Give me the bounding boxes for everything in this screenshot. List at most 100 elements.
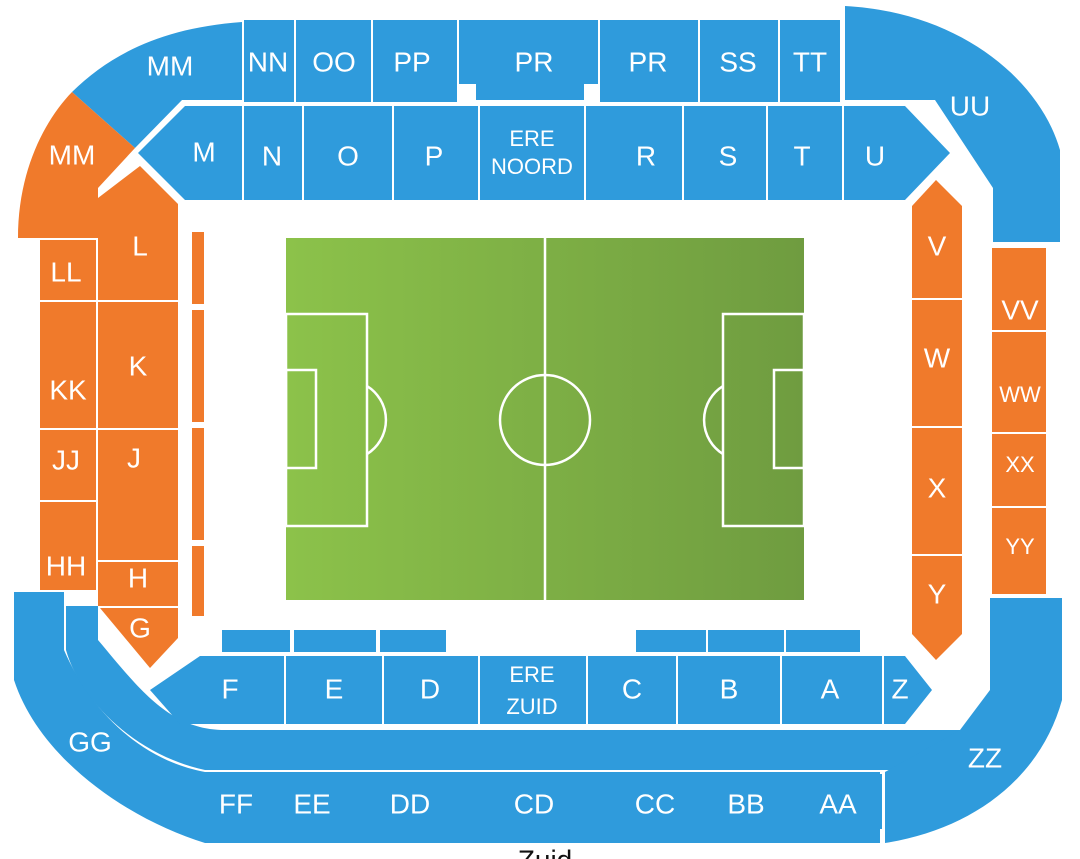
label-R: R — [636, 140, 656, 171]
label-W: W — [924, 342, 951, 373]
section-WW[interactable] — [992, 332, 1046, 432]
section-ERE-NOORD[interactable] — [480, 106, 584, 200]
label-HH: HH — [46, 550, 86, 581]
football-pitch — [284, 238, 806, 600]
label-JJ: JJ — [52, 444, 80, 475]
label-EE: EE — [293, 788, 330, 819]
label-C: C — [622, 673, 642, 704]
section-CD[interactable] — [457, 774, 605, 829]
section-Y[interactable] — [912, 556, 962, 660]
label-FF: FF — [219, 788, 253, 819]
label-OO: OO — [312, 46, 356, 77]
section-V[interactable] — [912, 180, 962, 298]
label-MM-top: MM — [147, 50, 194, 81]
section-LL[interactable] — [40, 240, 96, 300]
section-ERE-ZUID[interactable] — [480, 656, 586, 724]
label-L: L — [132, 230, 148, 261]
section-JJ[interactable] — [40, 430, 96, 500]
section-T[interactable] — [768, 106, 842, 200]
label-AA: AA — [819, 788, 857, 819]
section-XX[interactable] — [992, 434, 1046, 506]
label-BB: BB — [727, 788, 764, 819]
label-KK: KK — [49, 374, 87, 405]
label-J: J — [127, 442, 141, 473]
bottom-caption: Zuid — [518, 844, 572, 859]
label-VV: VV — [1001, 294, 1039, 325]
label-SS: SS — [719, 46, 756, 77]
section-W[interactable] — [912, 300, 962, 426]
section-OO[interactable] — [296, 20, 371, 102]
section-FF[interactable] — [207, 774, 259, 829]
section-B[interactable] — [678, 656, 780, 724]
section-B-front — [708, 630, 784, 652]
section-D[interactable] — [384, 656, 478, 724]
section-PR-center[interactable] — [459, 20, 598, 100]
section-GG-inner-ring — [66, 606, 960, 770]
section-HH[interactable] — [40, 502, 96, 590]
section-KK[interactable] — [40, 302, 96, 428]
section-O[interactable] — [304, 106, 392, 200]
section-J[interactable] — [98, 430, 178, 560]
section-U[interactable] — [844, 106, 950, 200]
label-U: U — [865, 140, 885, 171]
label-K: K — [129, 350, 148, 381]
label-M: M — [192, 136, 215, 167]
section-C[interactable] — [588, 656, 676, 724]
label-ERE-NOORD-1: ERE — [509, 126, 554, 151]
label-B: B — [720, 673, 739, 704]
section-P[interactable] — [394, 106, 478, 200]
section-E[interactable] — [286, 656, 382, 724]
section-X[interactable] — [912, 428, 962, 554]
section-UU[interactable] — [845, 6, 1060, 242]
section-TT[interactable] — [780, 20, 840, 102]
label-CD: CD — [514, 788, 554, 819]
section-EE[interactable] — [261, 774, 358, 829]
section-A[interactable] — [782, 656, 882, 724]
section-K[interactable] — [98, 302, 178, 428]
label-Y: Y — [928, 578, 947, 609]
label-G: G — [129, 612, 151, 643]
label-D: D — [420, 673, 440, 704]
section-PR-right[interactable] — [600, 20, 698, 102]
label-DD: DD — [390, 788, 430, 819]
section-ZZ[interactable] — [885, 598, 1062, 843]
label-PR-1: PR — [515, 46, 554, 77]
section-L[interactable] — [98, 166, 178, 300]
label-X: X — [928, 472, 947, 503]
section-R[interactable] — [586, 106, 682, 200]
section-E-front — [294, 630, 376, 652]
section-BB[interactable] — [706, 774, 794, 829]
label-TT: TT — [793, 46, 827, 77]
section-Z[interactable] — [884, 656, 932, 724]
label-A: A — [821, 673, 840, 704]
section-PP[interactable] — [373, 20, 457, 102]
section-F-front — [222, 630, 290, 652]
section-AA[interactable] — [796, 774, 882, 829]
section-VV[interactable] — [992, 248, 1046, 330]
section-MM-left[interactable] — [18, 92, 135, 238]
section-G[interactable] — [100, 608, 178, 668]
section-M[interactable] — [138, 106, 242, 200]
label-T: T — [793, 140, 810, 171]
section-NN[interactable] — [244, 20, 294, 102]
section-K-front-strip — [192, 310, 204, 422]
section-S[interactable] — [684, 106, 766, 200]
label-V: V — [928, 230, 947, 261]
section-DD[interactable] — [360, 774, 455, 829]
label-Z: Z — [891, 673, 908, 704]
label-F: F — [221, 673, 238, 704]
label-GG: GG — [68, 726, 112, 757]
section-MM-outer[interactable] — [72, 22, 242, 148]
section-CC[interactable] — [607, 774, 704, 829]
label-N: N — [262, 140, 282, 171]
section-F[interactable] — [150, 656, 284, 724]
section-SS[interactable] — [700, 20, 778, 102]
label-MM-left: MM — [49, 139, 96, 170]
label-ERE-NOORD-2: NOORD — [491, 154, 573, 179]
label-PR-2: PR — [629, 46, 668, 77]
section-H[interactable] — [98, 562, 178, 606]
section-N[interactable] — [244, 106, 302, 200]
label-PP: PP — [393, 46, 430, 77]
section-YY[interactable] — [992, 508, 1046, 594]
